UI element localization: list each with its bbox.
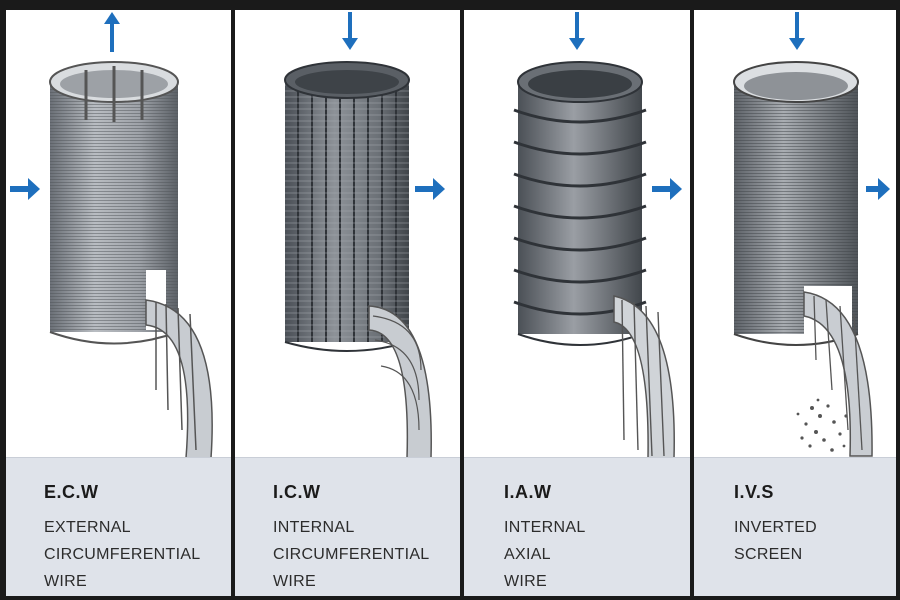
description-line: INTERNAL <box>273 519 355 536</box>
panel-caption: I.V.S INVERTED SCREEN <box>694 457 896 596</box>
panel-description: EXTERNAL CIRCUMFERENTIAL WIRE <box>44 514 201 595</box>
description-line: INTERNAL <box>504 519 586 536</box>
description-line: CIRCUMFERENTIAL <box>44 546 201 563</box>
description-line: AXIAL <box>504 546 551 563</box>
screen-cylinder-icon <box>733 61 859 346</box>
panel-caption: I.C.W INTERNAL CIRCUMFERENTIAL WIRE <box>235 457 460 596</box>
panel-caption: E.C.W EXTERNAL CIRCUMFERENTIAL WIRE <box>6 457 231 596</box>
description-line: WIRE <box>504 573 547 590</box>
flow-arrow-right-icon <box>415 178 445 200</box>
panel-description: INTERNAL CIRCUMFERENTIAL WIRE <box>273 514 430 595</box>
flow-arrow-up-icon <box>104 12 120 52</box>
panel-code: I.A.W <box>504 482 552 502</box>
particles-icon <box>796 398 848 452</box>
screen-cylinder-icon <box>284 61 410 352</box>
wire-section-icon <box>368 305 432 458</box>
flow-arrow-down-icon <box>569 12 585 50</box>
flow-arrow-right-icon <box>10 178 40 200</box>
panel-description: INVERTED SCREEN <box>734 514 817 568</box>
panel-caption: I.A.W INTERNAL AXIAL WIRE <box>464 457 690 596</box>
panel-ecw: E.C.W EXTERNAL CIRCUMFERENTIAL WIRE <box>6 10 231 596</box>
screen-cylinder-icon <box>49 61 179 345</box>
screen-cylinder-icon <box>513 61 647 346</box>
description-line: SCREEN <box>734 546 803 563</box>
wire-section-icon <box>613 295 675 458</box>
description-line: WIRE <box>44 573 87 590</box>
icw-illustration <box>284 12 445 458</box>
panel-ivs: I.V.S INVERTED SCREEN <box>694 10 896 596</box>
description-line: INVERTED <box>734 519 818 536</box>
panel-icw: I.C.W INTERNAL CIRCUMFERENTIAL WIRE <box>235 10 460 596</box>
description-line: WIRE <box>273 573 316 590</box>
wire-section-icon <box>145 299 213 458</box>
panel-iaw: I.A.W INTERNAL AXIAL WIRE <box>464 10 690 596</box>
panel-code: I.C.W <box>273 482 321 502</box>
ecw-illustration <box>10 12 213 458</box>
panel-code: I.V.S <box>734 482 774 502</box>
panel-description: INTERNAL AXIAL WIRE <box>504 514 586 595</box>
description-line: EXTERNAL <box>44 519 131 536</box>
flow-arrow-right-icon <box>866 178 890 200</box>
iaw-illustration <box>513 12 682 458</box>
ivs-illustration <box>733 12 890 457</box>
flow-arrow-down-icon <box>789 12 805 50</box>
wire-section-icon <box>803 291 873 457</box>
panel-code: E.C.W <box>44 482 99 502</box>
description-line: CIRCUMFERENTIAL <box>273 546 430 563</box>
flow-arrow-down-icon <box>342 12 358 50</box>
flow-arrow-right-icon <box>652 178 682 200</box>
